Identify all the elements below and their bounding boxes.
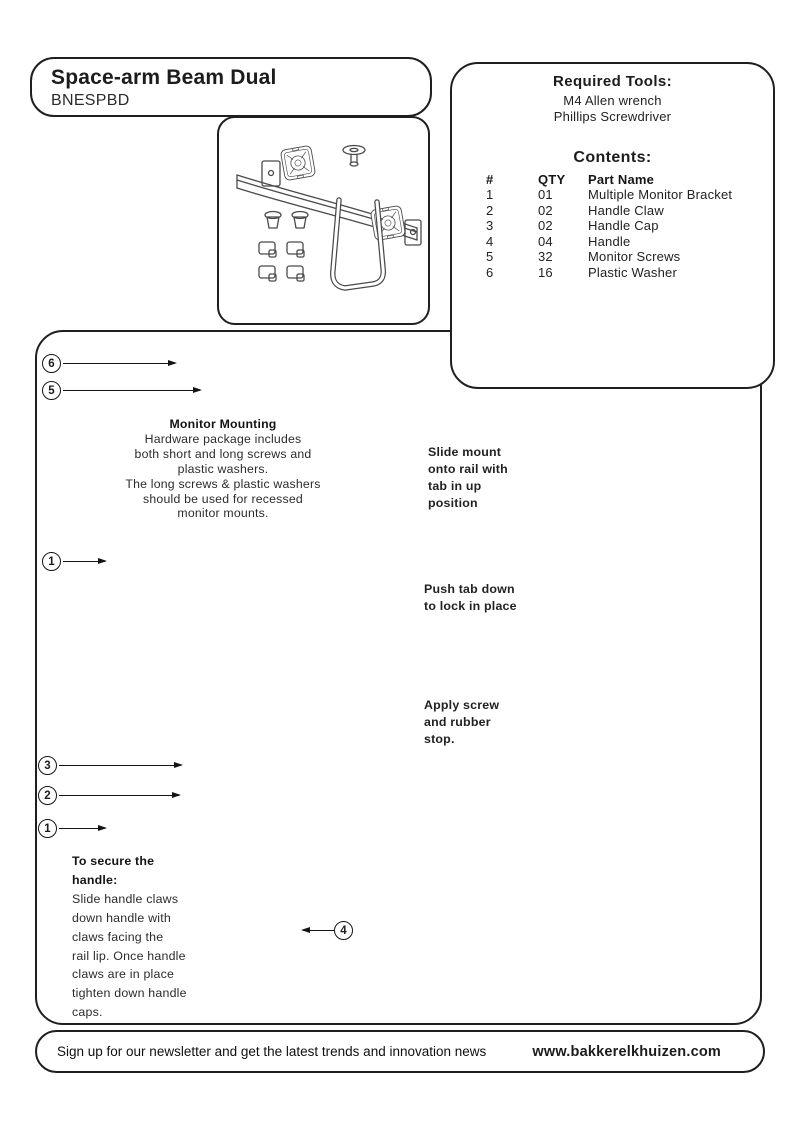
bracket-left-icon [279, 144, 317, 182]
callout-5: 5 [42, 381, 61, 400]
contents-table: # QTY Part Name 1 01 Multiple Monitor Br… [486, 173, 732, 280]
callout-6: 6 [42, 354, 61, 373]
callout-1-rail: 1 [38, 819, 57, 838]
contents-cell: 5 [486, 249, 494, 265]
contents-cell: Handle [588, 233, 631, 249]
contents-col-qty: QTY [538, 172, 566, 187]
contents-title: Contents: [573, 149, 652, 166]
callout-2-arrow [59, 791, 181, 798]
required-tools-title: Required Tools: [552, 73, 673, 90]
handle-caps-icon [264, 210, 309, 229]
monitor-mounting-body: Hardware package includes both short and… [125, 431, 321, 521]
contents-cell: 02 [538, 218, 553, 234]
callout-2: 2 [38, 786, 57, 805]
contents-cell: 4 [486, 233, 494, 249]
page-title: Space-arm Beam Dual [51, 66, 277, 89]
handle-claws-icon [258, 241, 305, 282]
callout-1-beam: 1 [42, 552, 61, 571]
callout-5-arrow [63, 386, 202, 393]
contents-cell: 3 [486, 218, 494, 234]
website-url: www.bakkerelkhuizen.com [532, 1043, 721, 1060]
parts-kit-drawing [236, 144, 422, 291]
contents-cell: Monitor Screws [588, 249, 681, 265]
required-tools-box: Required Tools: M4 Allen wrench Phillips… [450, 62, 775, 389]
step-screw-text: Apply screw and rubber stop. [424, 698, 500, 746]
newsletter-text: Sign up for our newsletter and get the l… [57, 1044, 487, 1059]
callout-4-arrow [301, 926, 334, 933]
step-slide-text: Slide mount onto rail with tab in up pos… [428, 445, 508, 510]
contents-cell: 16 [538, 264, 553, 280]
handle-note-body: Slide handle claws down handle with claw… [72, 891, 187, 1020]
title-box: Space-arm Beam Dual BNESPBD [30, 57, 432, 117]
contents-cell: 32 [538, 249, 553, 265]
contents-cell: Handle Claw [588, 202, 664, 218]
contents-cell: 1 [486, 187, 494, 203]
screw-top-icon [342, 144, 366, 167]
callout-6-arrow [63, 359, 177, 366]
footer-bar: Sign up for our newsletter and get the l… [35, 1030, 765, 1073]
model-number: BNESPBD [51, 92, 130, 109]
callout-3: 3 [38, 756, 57, 775]
monitor-mounting-note: Monitor Mounting Hardware package includ… [110, 417, 336, 521]
parts-overview-box [217, 116, 430, 325]
callout-1-beam-arrow [63, 557, 107, 564]
callout-4: 4 [334, 921, 353, 940]
contents-cell: Plastic Washer [588, 264, 678, 280]
monitor-mounting-title: Monitor Mounting [169, 417, 277, 431]
step-push-text: Push tab down to lock in place [424, 582, 517, 613]
contents-cell: Multiple Monitor Bracket [588, 187, 733, 203]
handle-note: To secure the handle: Slide handle claws… [72, 852, 202, 1022]
contents-col-name: Part Name [588, 172, 655, 187]
contents-cell: 6 [486, 264, 494, 280]
callout-3-arrow [59, 761, 183, 768]
required-tools-list: M4 Allen wrench Phillips Screwdriver [553, 93, 672, 124]
contents-cell: 2 [486, 202, 494, 218]
contents-cell: 01 [538, 187, 553, 203]
handle-note-title: To secure the handle: [72, 854, 155, 887]
u-handle-icon [330, 197, 387, 291]
callout-1-rail-arrow [59, 824, 107, 831]
contents-cell: Handle Cap [588, 218, 659, 234]
contents-cell: 04 [538, 233, 553, 249]
instructions-box [35, 330, 762, 1025]
contents-col-num: # [486, 172, 494, 187]
contents-cell: 02 [538, 202, 553, 218]
